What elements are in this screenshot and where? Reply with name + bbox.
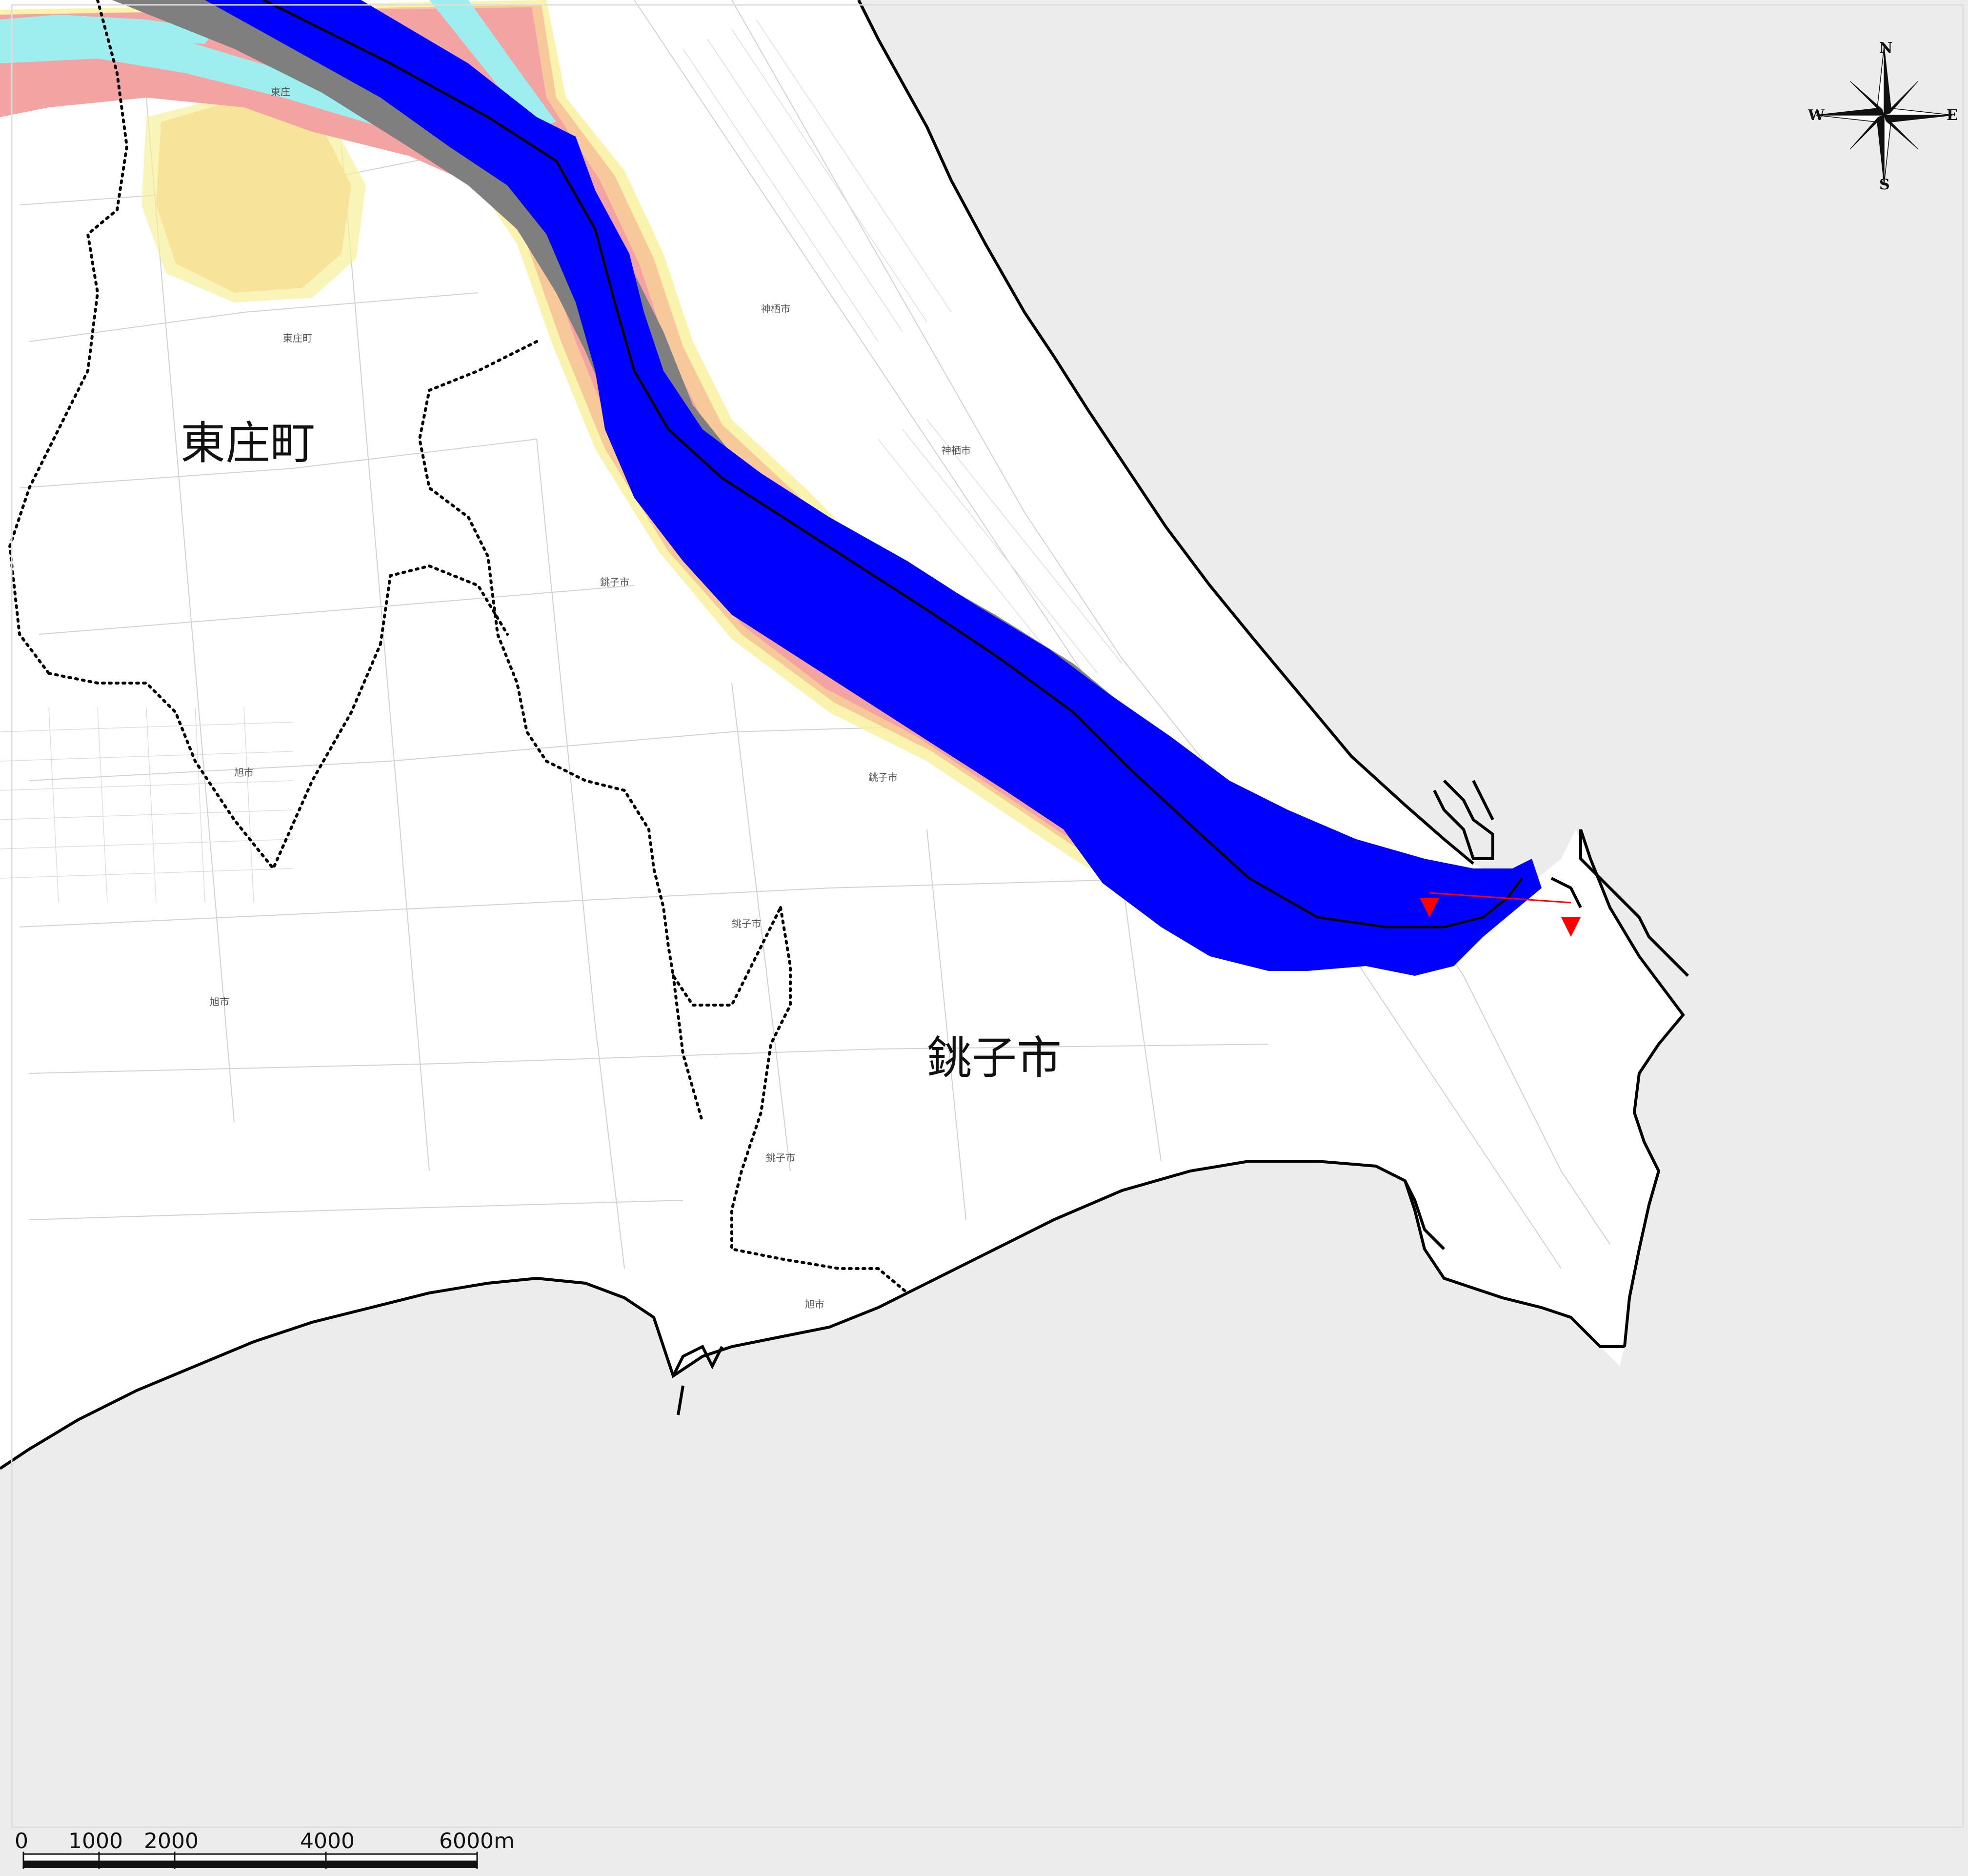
compass-east: E bbox=[1947, 107, 1958, 124]
field-grid bbox=[0, 19, 1123, 903]
scale-tick-6000: 6000m bbox=[439, 1829, 515, 1854]
coastline-east bbox=[1579, 829, 1685, 1347]
scale-bar-bar bbox=[23, 1861, 477, 1868]
minor-label: 銚子市 bbox=[766, 1152, 795, 1164]
flood-zone-yellow-patch bbox=[141, 93, 366, 303]
minor-label: 神栖市 bbox=[942, 444, 971, 456]
coastline-north bbox=[857, 0, 1474, 865]
minor-label: 銚子市 bbox=[600, 576, 629, 588]
river-inlet bbox=[449, 127, 517, 171]
place-label-higashi-town: 東庄町 bbox=[181, 417, 315, 469]
scale-bar: 0 1000 2000 4000 6000m bbox=[15, 1829, 515, 1869]
minor-label: 旭市 bbox=[210, 996, 229, 1008]
river-centerline bbox=[262, 0, 1523, 928]
compass-north: N bbox=[1879, 40, 1892, 57]
marker-triangle-left bbox=[1420, 898, 1439, 917]
scale-tick-2000: 2000 bbox=[144, 1829, 199, 1854]
minor-label: 銚子市 bbox=[868, 771, 898, 783]
scale-tick-1000: 1000 bbox=[68, 1829, 123, 1854]
compass-rose: N S E W bbox=[1807, 40, 1958, 193]
marker-triangle-right bbox=[1561, 917, 1581, 937]
minor-label: 東庄町 bbox=[283, 332, 312, 344]
place-label-choshi-city: 銚子市 bbox=[927, 1032, 1062, 1084]
scale-tick-4000: 4000 bbox=[300, 1829, 355, 1854]
minor-label: 神栖市 bbox=[761, 303, 790, 315]
land-area bbox=[0, 0, 1683, 1469]
minor-label: 旭市 bbox=[234, 767, 254, 778]
compass-south: S bbox=[1879, 176, 1890, 193]
harbor-structures bbox=[672, 779, 1689, 1415]
minor-label: 銚子市 bbox=[732, 918, 761, 929]
survey-line bbox=[1429, 892, 1571, 904]
coastline-south bbox=[0, 1160, 1625, 1470]
compass-west: W bbox=[1807, 107, 1825, 124]
admin-boundaries bbox=[8, 0, 909, 1294]
minor-label: 旭市 bbox=[805, 1298, 824, 1310]
tributary-upper bbox=[429, 0, 556, 127]
tributary-left bbox=[0, 15, 215, 44]
river-channel bbox=[205, 0, 1542, 976]
tributary-lower bbox=[0, 29, 459, 146]
minor-label: 東庄 bbox=[271, 86, 290, 98]
scale-tick-0: 0 bbox=[15, 1829, 28, 1854]
map-frame bbox=[11, 4, 1964, 1828]
